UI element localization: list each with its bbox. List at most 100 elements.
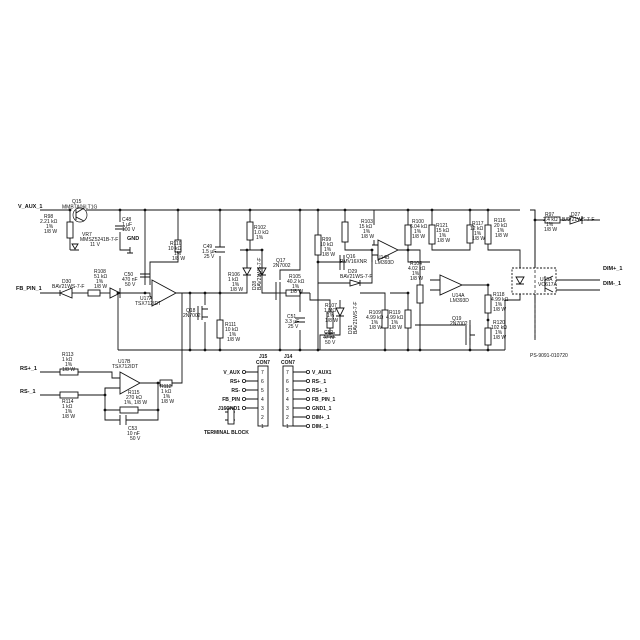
c50-symbol xyxy=(140,273,150,278)
q18-ref: Q18 xyxy=(186,308,196,314)
d30-part: BAV21WS-7-F xyxy=(52,284,84,290)
r103-power: 1/8 W xyxy=(361,234,374,240)
u14a-ref: U14A xyxy=(452,293,465,299)
r117-ref: R117 xyxy=(472,221,484,227)
r120-value: 102 kΩ xyxy=(491,325,507,331)
c50-voltage: 50 V xyxy=(125,282,136,288)
j14-part: CON7 xyxy=(281,360,295,366)
q19-part: 2N7002 xyxy=(450,321,468,327)
u17b-ref: U17B xyxy=(118,359,131,365)
r111-symbol xyxy=(216,319,224,339)
c49-symbol xyxy=(215,246,225,253)
u17b-part: TSX712IDT xyxy=(112,364,138,370)
r100-value: 6.04 kΩ xyxy=(410,224,428,230)
r104-power: 1/8 W xyxy=(410,276,423,282)
r118-symbol xyxy=(484,294,492,314)
net-fb-pin: FB_PIN_1 xyxy=(16,286,42,292)
j16-ref: J16 xyxy=(218,406,227,412)
r113-value: 1 kΩ xyxy=(62,357,73,363)
r104-value: 4.02 kΩ xyxy=(408,266,426,272)
q15-ref: Q15 xyxy=(72,199,82,205)
d29-ref: D29 xyxy=(348,269,357,275)
d29-part: BAV21WS-7-F xyxy=(340,274,372,280)
r118-power: 1/8 W xyxy=(493,307,506,313)
r99-power: 1/8 W xyxy=(322,252,335,258)
d31-ref: D31 xyxy=(348,325,354,334)
u17a-part: TSX712IDT xyxy=(135,301,161,307)
d27-part: BAV21WS-7-F xyxy=(562,217,594,223)
j14-pin-number: 2 xyxy=(286,415,289,421)
r119-ref: R119 xyxy=(389,310,401,316)
r102-tol: 1% xyxy=(256,235,264,241)
j14-pin-number: 3 xyxy=(286,406,289,412)
j16-terminal xyxy=(227,407,235,425)
r104-tol: 1% xyxy=(412,271,420,277)
r111-tol: 1% xyxy=(229,332,237,338)
q16-part: PMV16XNR xyxy=(340,259,367,265)
r106-tol: 1% xyxy=(232,282,240,288)
r113-symbol xyxy=(59,368,79,376)
q17-part: 2N7002 xyxy=(273,263,291,269)
r107-tol: 1% xyxy=(327,313,335,319)
u15a-ref: U15A xyxy=(540,277,553,283)
c48-voltage: 100 V xyxy=(122,227,136,233)
d28-ref: D28 xyxy=(252,281,258,290)
c48-symbol xyxy=(115,225,125,230)
r106-power: 1/8 W xyxy=(230,287,243,293)
j14-pin-number: 1 xyxy=(286,424,289,430)
r109-ref: R109 xyxy=(369,310,381,316)
q16-ref: Q16 xyxy=(346,254,356,260)
net-dim-plus: DIM+_1 xyxy=(603,266,622,272)
r112-power: 1/8 W xyxy=(161,399,174,405)
r115-ref: R115 xyxy=(128,390,140,396)
r107-symbol xyxy=(326,311,334,329)
r97-value: 2.4 kΩ xyxy=(543,217,558,223)
r119-tol: 1% xyxy=(391,320,399,326)
u14a-symbol xyxy=(439,274,464,296)
r100-tol: 1% xyxy=(414,229,422,235)
d28-part: BAV21WS-7-F xyxy=(257,258,263,290)
q19-ref: Q19 xyxy=(452,316,462,322)
r104-ref: R104 xyxy=(410,261,422,267)
j15-pin-number: 1 xyxy=(261,424,264,430)
d31-symbol xyxy=(335,307,345,318)
r97-tol: 1% xyxy=(546,222,554,228)
r121-ref: R121 xyxy=(436,223,448,229)
r110-value: 10 kΩ xyxy=(168,246,181,252)
r113-ref: R113 xyxy=(62,352,74,358)
r103-ref: R103 xyxy=(361,219,373,225)
c48-ref: C48 xyxy=(122,217,131,223)
r112-tol: 1% xyxy=(163,394,171,400)
r105-symbol xyxy=(285,289,301,297)
r117-symbol xyxy=(466,224,474,244)
r102-symbol xyxy=(246,221,254,241)
q15-part: MMBTA06LT1G xyxy=(62,205,97,211)
r99-ref: R99 xyxy=(322,237,331,243)
r116-tol: 1% xyxy=(497,228,505,234)
r109-tol: 1% xyxy=(371,320,379,326)
u14b-symbol xyxy=(377,239,400,261)
r114-power: 1/8 W xyxy=(62,414,75,420)
r104-symbol xyxy=(416,284,424,304)
vr7-symbol xyxy=(71,243,79,251)
vr7-ref: VR7 xyxy=(82,232,92,238)
r119-value: 4.99 kΩ xyxy=(386,315,404,321)
